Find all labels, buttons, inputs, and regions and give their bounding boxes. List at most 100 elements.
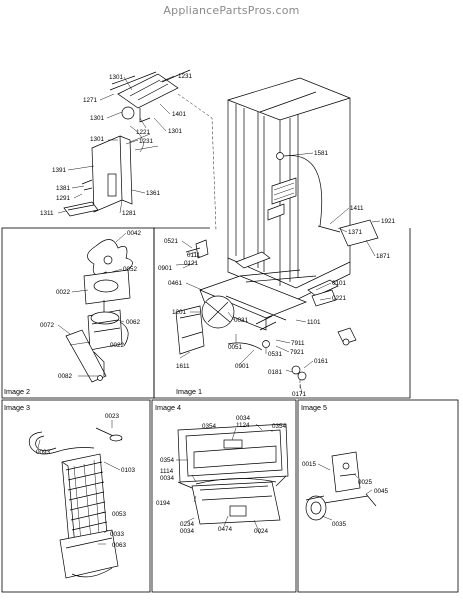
part-label-1301: 1301: [168, 128, 183, 135]
part-label-1221: 1221: [136, 129, 151, 136]
duct-housing: [91, 135, 123, 213]
caption-image3: Image 3: [4, 403, 30, 412]
part-label-0531: 0531: [268, 351, 283, 358]
leader-lines: [37, 75, 381, 545]
part-label-1391: 1391: [52, 167, 67, 174]
fan-shroud: [175, 305, 205, 355]
part-label-0101: 0101: [332, 280, 347, 287]
drip-tray: [59, 529, 119, 579]
damper-bracket: [117, 73, 179, 109]
part-label-0063: 0063: [112, 542, 127, 549]
filter-panel: [339, 219, 379, 247]
part-label-1201: 1201: [172, 309, 187, 316]
part-label-1301: 1301: [90, 136, 105, 143]
panel-frames: [1, 227, 459, 593]
image3-frame: [1, 399, 151, 593]
part-label-0121: 0121: [184, 260, 199, 267]
evaporator-assembly: [28, 427, 123, 579]
image4-frame: [151, 399, 297, 593]
part-label-1411: 1411: [350, 205, 364, 212]
part-label-0033: 0033: [110, 531, 125, 538]
part-label-1361: 1361: [146, 190, 161, 197]
heater-frame: [191, 481, 281, 525]
part-label-1231: 1231: [139, 138, 154, 145]
part-label-0072: 0072: [40, 322, 55, 329]
part-label-0022: 0022: [110, 342, 125, 349]
part-label-0354: 0354: [272, 423, 287, 430]
part-label-0901: 0901: [235, 363, 250, 370]
part-label-0034: 0034: [180, 528, 195, 535]
part-label-1311: 1311: [40, 210, 54, 217]
part-label-0221: 0221: [332, 295, 347, 302]
part-label-0022: 0022: [56, 289, 71, 296]
part-label-1124: 1124: [236, 422, 250, 429]
part-label-0194: 0194: [156, 500, 171, 507]
auger-motor-assembly: [305, 451, 377, 521]
part-label-1871: 1871: [376, 253, 391, 260]
part-label-1231: 1231: [178, 73, 193, 80]
part-label-0015: 0015: [302, 461, 317, 468]
part-label-1921: 1921: [381, 218, 396, 225]
part-label-7921: 7921: [290, 349, 305, 356]
part-label-0474: 0474: [218, 526, 233, 533]
part-label-0025: 0025: [358, 479, 373, 486]
part-label-1271: 1271: [83, 97, 98, 104]
part-label-0053: 0053: [112, 511, 127, 518]
clip-1311: [63, 201, 99, 217]
image5-frame: [297, 399, 459, 593]
site-watermark: AppliancePartsPros.com: [163, 4, 300, 17]
part-label-0161: 0161: [314, 358, 329, 365]
caption-image2: Image 2: [4, 387, 30, 396]
part-label-0034: 0034: [160, 475, 175, 482]
part-label-0521: 0521: [164, 238, 179, 245]
image1-frame: [153, 227, 411, 399]
part-label-1381: 1381: [56, 185, 71, 192]
part-label-0354: 0354: [202, 423, 217, 430]
part-label-1114: 1114: [160, 468, 174, 475]
part-label-1581: 1581: [314, 150, 329, 157]
part-label-0082: 0082: [58, 373, 73, 380]
part-label-1301: 1301: [90, 115, 105, 122]
part-label-1101: 1101: [307, 319, 321, 326]
part-label-0062: 0062: [126, 319, 141, 326]
part-label-0024: 0024: [254, 528, 269, 535]
part-label-7911: 7911: [291, 340, 305, 347]
part-label-0051: 0051: [228, 344, 243, 351]
image-captions: Image 1 Image 2 Image 3 Image 4 Image 5: [4, 387, 327, 412]
part-label-0901: 0901: [158, 265, 173, 272]
part-label-1371: 1371: [348, 229, 363, 236]
fan-motor-assembly: [65, 239, 133, 383]
part-label-0042: 0042: [127, 230, 142, 237]
damper-assembly: [63, 69, 217, 231]
damper-motor: [121, 106, 135, 120]
part-label-0093: 0093: [36, 449, 51, 456]
part-label-0111: 0111: [187, 252, 201, 259]
caption-image5: Image 5: [301, 403, 327, 412]
part-number-labels: 1301 1231 1271 1301 1401 1221 1301 1301 …: [36, 73, 396, 549]
freezer-liner-assembly: [177, 423, 289, 525]
part-label-0031: 0031: [234, 317, 249, 324]
part-label-0234: 0234: [180, 521, 195, 528]
part-label-0171: 0171: [292, 391, 307, 398]
part-label-0461: 0461: [168, 280, 183, 287]
cabinet-assembly: [175, 77, 379, 390]
part-label-1611: 1611: [176, 363, 190, 370]
part-label-0181: 0181: [268, 369, 283, 376]
part-label-1401: 1401: [172, 111, 187, 118]
part-label-0052: 0052: [123, 266, 138, 273]
motor-bracket: [331, 451, 361, 493]
part-label-0354: 0354: [160, 457, 175, 464]
caption-image4: Image 4: [155, 403, 181, 412]
part-label-0045: 0045: [374, 488, 389, 495]
caption-image1: Image 1: [176, 387, 202, 396]
part-label-0023: 0023: [105, 413, 120, 420]
motor-mount: [65, 329, 107, 383]
part-label-1281: 1281: [122, 210, 137, 217]
part-label-1301: 1301: [109, 74, 124, 81]
image2-frame: [1, 227, 155, 399]
part-label-0103: 0103: [121, 467, 136, 474]
part-label-0034: 0034: [236, 415, 251, 422]
part-label-1291: 1291: [56, 195, 71, 202]
part-label-0035: 0035: [332, 521, 347, 528]
